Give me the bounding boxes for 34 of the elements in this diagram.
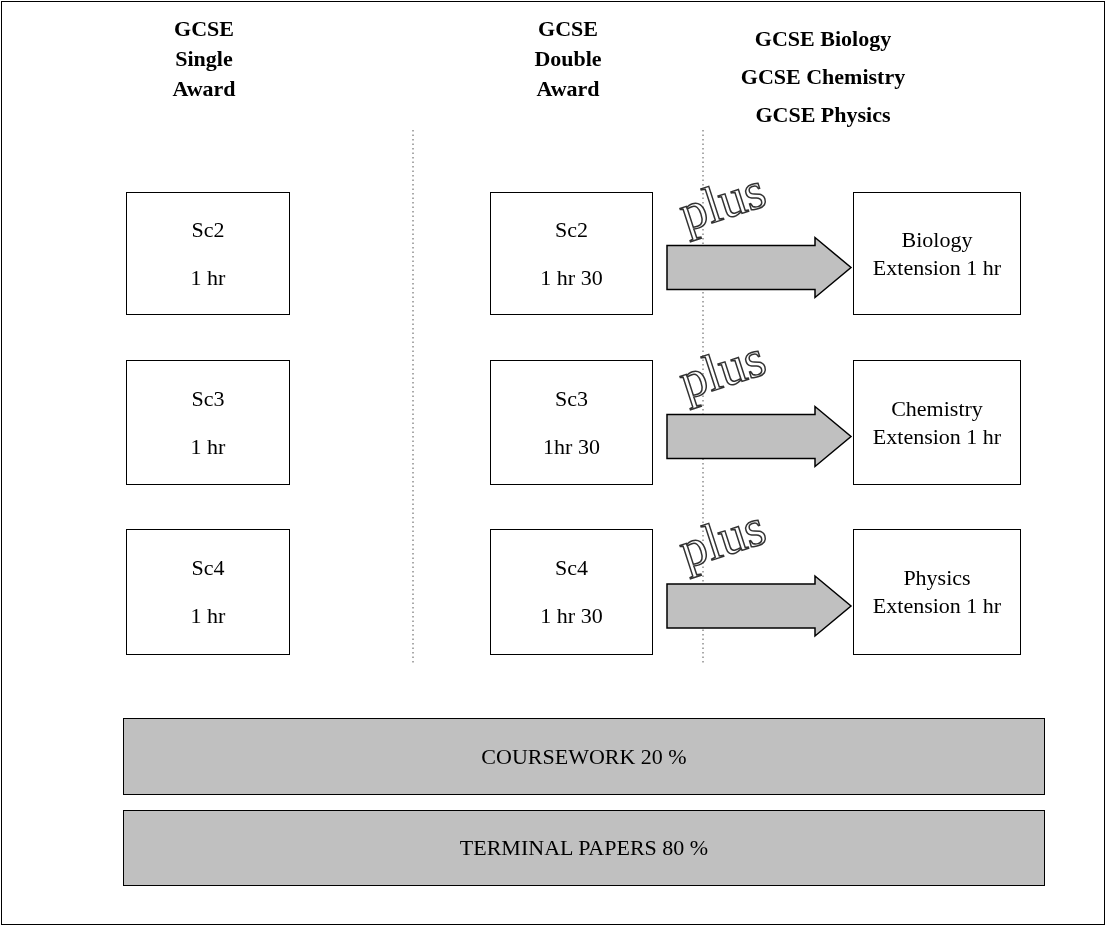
paper-name: Sc4: [555, 555, 588, 581]
edge-label: plus: [673, 331, 772, 409]
duration-text: 1 hr: [190, 433, 226, 460]
duration-text: 1 hr 30: [540, 603, 603, 629]
column-heading: GCSE Single Award: [171, 15, 237, 103]
paper-box: Physics Extension 1 hr: [853, 529, 1021, 655]
column-heading: GCSE Double Award: [533, 15, 603, 103]
block-arrow: [666, 235, 853, 300]
paper-box: Chemistry Extension 1 hr: [853, 360, 1021, 485]
duration-text: 1 hr: [190, 603, 226, 629]
assessment-bar: COURSEWORK 20 %: [123, 718, 1045, 795]
assessment-bar: TERMINAL PAPERS 80 %: [123, 810, 1045, 886]
paper-name: Sc3: [555, 385, 588, 412]
paper-name: Sc2: [555, 216, 588, 243]
paper-box: [490, 529, 653, 655]
column-heading: GCSE Physics: [754, 101, 892, 129]
edge-label: plus: [673, 500, 772, 578]
paper-box: Biology Extension 1 hr: [853, 192, 1021, 315]
duration-text: 1 hr: [190, 264, 226, 291]
paper-box: [126, 529, 290, 655]
block-arrow: [666, 404, 853, 469]
paper-box: [490, 360, 653, 485]
edge-label: plus: [673, 163, 772, 241]
column-heading: GCSE Chemistry: [739, 63, 907, 91]
duration-text: 1hr 30: [543, 433, 600, 460]
duration-text: 1 hr 30: [540, 264, 603, 291]
paper-name: Sc2: [191, 216, 225, 243]
paper-box: [490, 192, 653, 315]
paper-name: Sc3: [191, 385, 225, 412]
paper-box: [126, 360, 290, 485]
column-heading: GCSE Biology: [753, 25, 893, 53]
block-arrow: [666, 574, 853, 638]
paper-box: [126, 192, 290, 315]
paper-name: Sc4: [191, 555, 225, 581]
